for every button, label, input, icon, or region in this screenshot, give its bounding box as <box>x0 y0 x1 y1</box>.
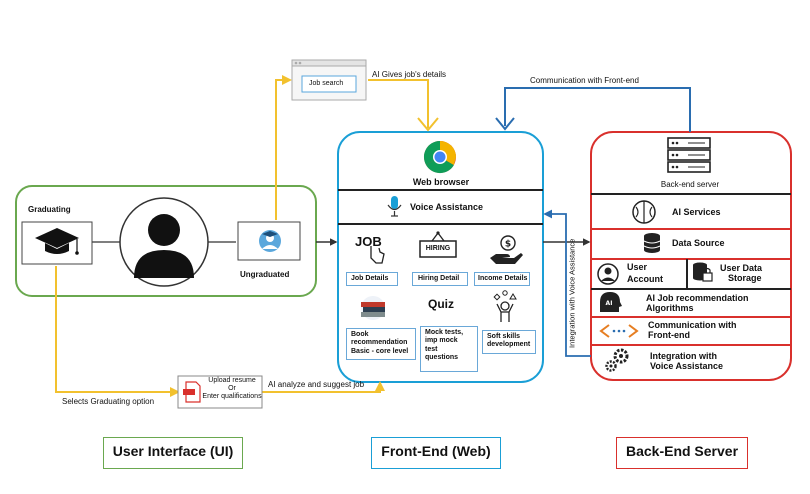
section-title-web: Front-End (Web) <box>372 438 500 468</box>
ai-job-line-2: Algorithms <box>646 303 694 314</box>
upload-resume-box <box>177 375 263 409</box>
book-stack-icon <box>361 296 385 320</box>
job-icon-text: JOB <box>355 234 382 249</box>
hiring-icon-text: HIRING <box>425 245 451 252</box>
section-title-ui: User Interface (UI) <box>104 438 242 468</box>
ai-gives-details-label: AI Gives job's details <box>372 70 447 79</box>
user-data-line-2: Storage <box>728 273 762 284</box>
ai-analyze-label: AI analyze and suggest job <box>268 380 365 389</box>
ai-head-icon: AI <box>600 292 622 312</box>
income-hand-coin-icon: $ <box>490 235 523 264</box>
ai-services-label: AI Services <box>672 207 721 217</box>
user-data-line-1: User Data <box>720 263 763 273</box>
blue-open-arrowhead <box>495 117 515 131</box>
communication-front-end-row-label: Communication with Front-end <box>648 320 737 341</box>
comm-line-2: Front-end <box>648 330 690 341</box>
mock-line-3: test <box>425 345 438 353</box>
graduating-label: Graduating <box>28 205 71 214</box>
blue-comm-line <box>504 87 691 132</box>
ungraduated-label: Ungraduated <box>240 270 290 279</box>
integration-voice-row-label: Integration with Voice Assistance <box>650 351 723 372</box>
integ-line-1: Integration with <box>650 351 717 361</box>
person-avatar-icon <box>119 197 209 287</box>
database-icon <box>643 233 661 253</box>
user-account-icon <box>597 263 619 285</box>
hiring-sign-icon <box>419 231 457 258</box>
user-account-line-2: Account <box>627 274 663 285</box>
card-soft-skills: Soft skills development <box>482 330 536 354</box>
server-rack-icon <box>667 137 711 173</box>
mock-line-1: Mock tests, <box>425 329 464 336</box>
chrome-icon <box>423 140 456 174</box>
section-title-server: Back-End Server <box>617 438 747 468</box>
ai-job-algorithms-label: AI Job recommendation Algorithms <box>646 293 749 314</box>
yellow-line-job-details <box>368 79 429 128</box>
student-icon <box>259 230 281 252</box>
soft-skills-person-icon <box>493 290 517 322</box>
data-storage-lock-icon <box>693 262 713 282</box>
yellow-line-job-search <box>275 75 292 220</box>
card-book-recommendation: Book recommendation Basic - core level <box>346 328 416 360</box>
microphone-icon <box>387 196 402 217</box>
soft-line-2: development <box>487 341 531 349</box>
book-line-3: Basic - core level <box>351 347 409 355</box>
book-line-1: Book <box>351 331 369 338</box>
yellow-open-arrowhead <box>417 117 439 132</box>
svg-text:AI: AI <box>606 300 613 307</box>
voice-assistance-label: Voice Assistance <box>410 202 484 212</box>
brain-icon <box>632 200 656 224</box>
card-mock-tests: Mock tests, imp mock test questions <box>420 326 478 372</box>
graduation-cap-icon <box>35 228 79 255</box>
ai-job-line-1: AI Job recommendation <box>646 293 749 303</box>
yellow-line-upload <box>55 266 180 397</box>
selects-option-text: Selects Graduating option <box>62 397 155 406</box>
mock-line-4: questions <box>425 354 459 362</box>
job-search-label: Job search <box>309 80 344 87</box>
code-brackets-icon <box>599 324 639 338</box>
blue-integration-line <box>543 209 591 357</box>
upload-resume-text: Upload resume Or Enter qualifications <box>200 377 264 401</box>
integration-voice-label: Integration with Voice Assistance <box>567 238 577 348</box>
book-line-2: recommendation <box>351 339 408 347</box>
svg-text:$: $ <box>505 240 511 250</box>
card-income-details: Income Details <box>474 272 530 286</box>
job-search-window <box>291 59 367 101</box>
job-icon <box>370 246 385 264</box>
comm-line-1: Communication with <box>648 320 737 330</box>
upload-line-3: Enter qualifications <box>202 393 262 401</box>
card-hiring-detail: Hiring Detail <box>412 272 468 286</box>
soft-line-1: Soft skills <box>487 333 521 340</box>
back-end-server-label: Back-end server <box>660 180 720 189</box>
yellow-line-suggest <box>262 381 385 393</box>
user-account-label: User Account <box>627 262 663 285</box>
user-data-storage-label: User Data Storage <box>720 263 762 284</box>
card-job-details: Job Details <box>346 272 398 286</box>
data-source-label: Data Source <box>672 238 725 248</box>
user-account-line-1: User <box>627 262 648 272</box>
web-browser-label: Web browser <box>412 177 470 187</box>
gears-icon <box>605 348 629 372</box>
communication-front-end-label: Communication with Front-end <box>530 76 639 85</box>
integ-line-2: Voice Assistance <box>650 361 724 372</box>
upload-line-1: Upload resume <box>208 377 256 384</box>
upload-line-2: Or <box>228 385 236 393</box>
quiz-icon-text: Quiz <box>428 297 454 311</box>
mock-line-2: imp mock <box>425 337 458 345</box>
